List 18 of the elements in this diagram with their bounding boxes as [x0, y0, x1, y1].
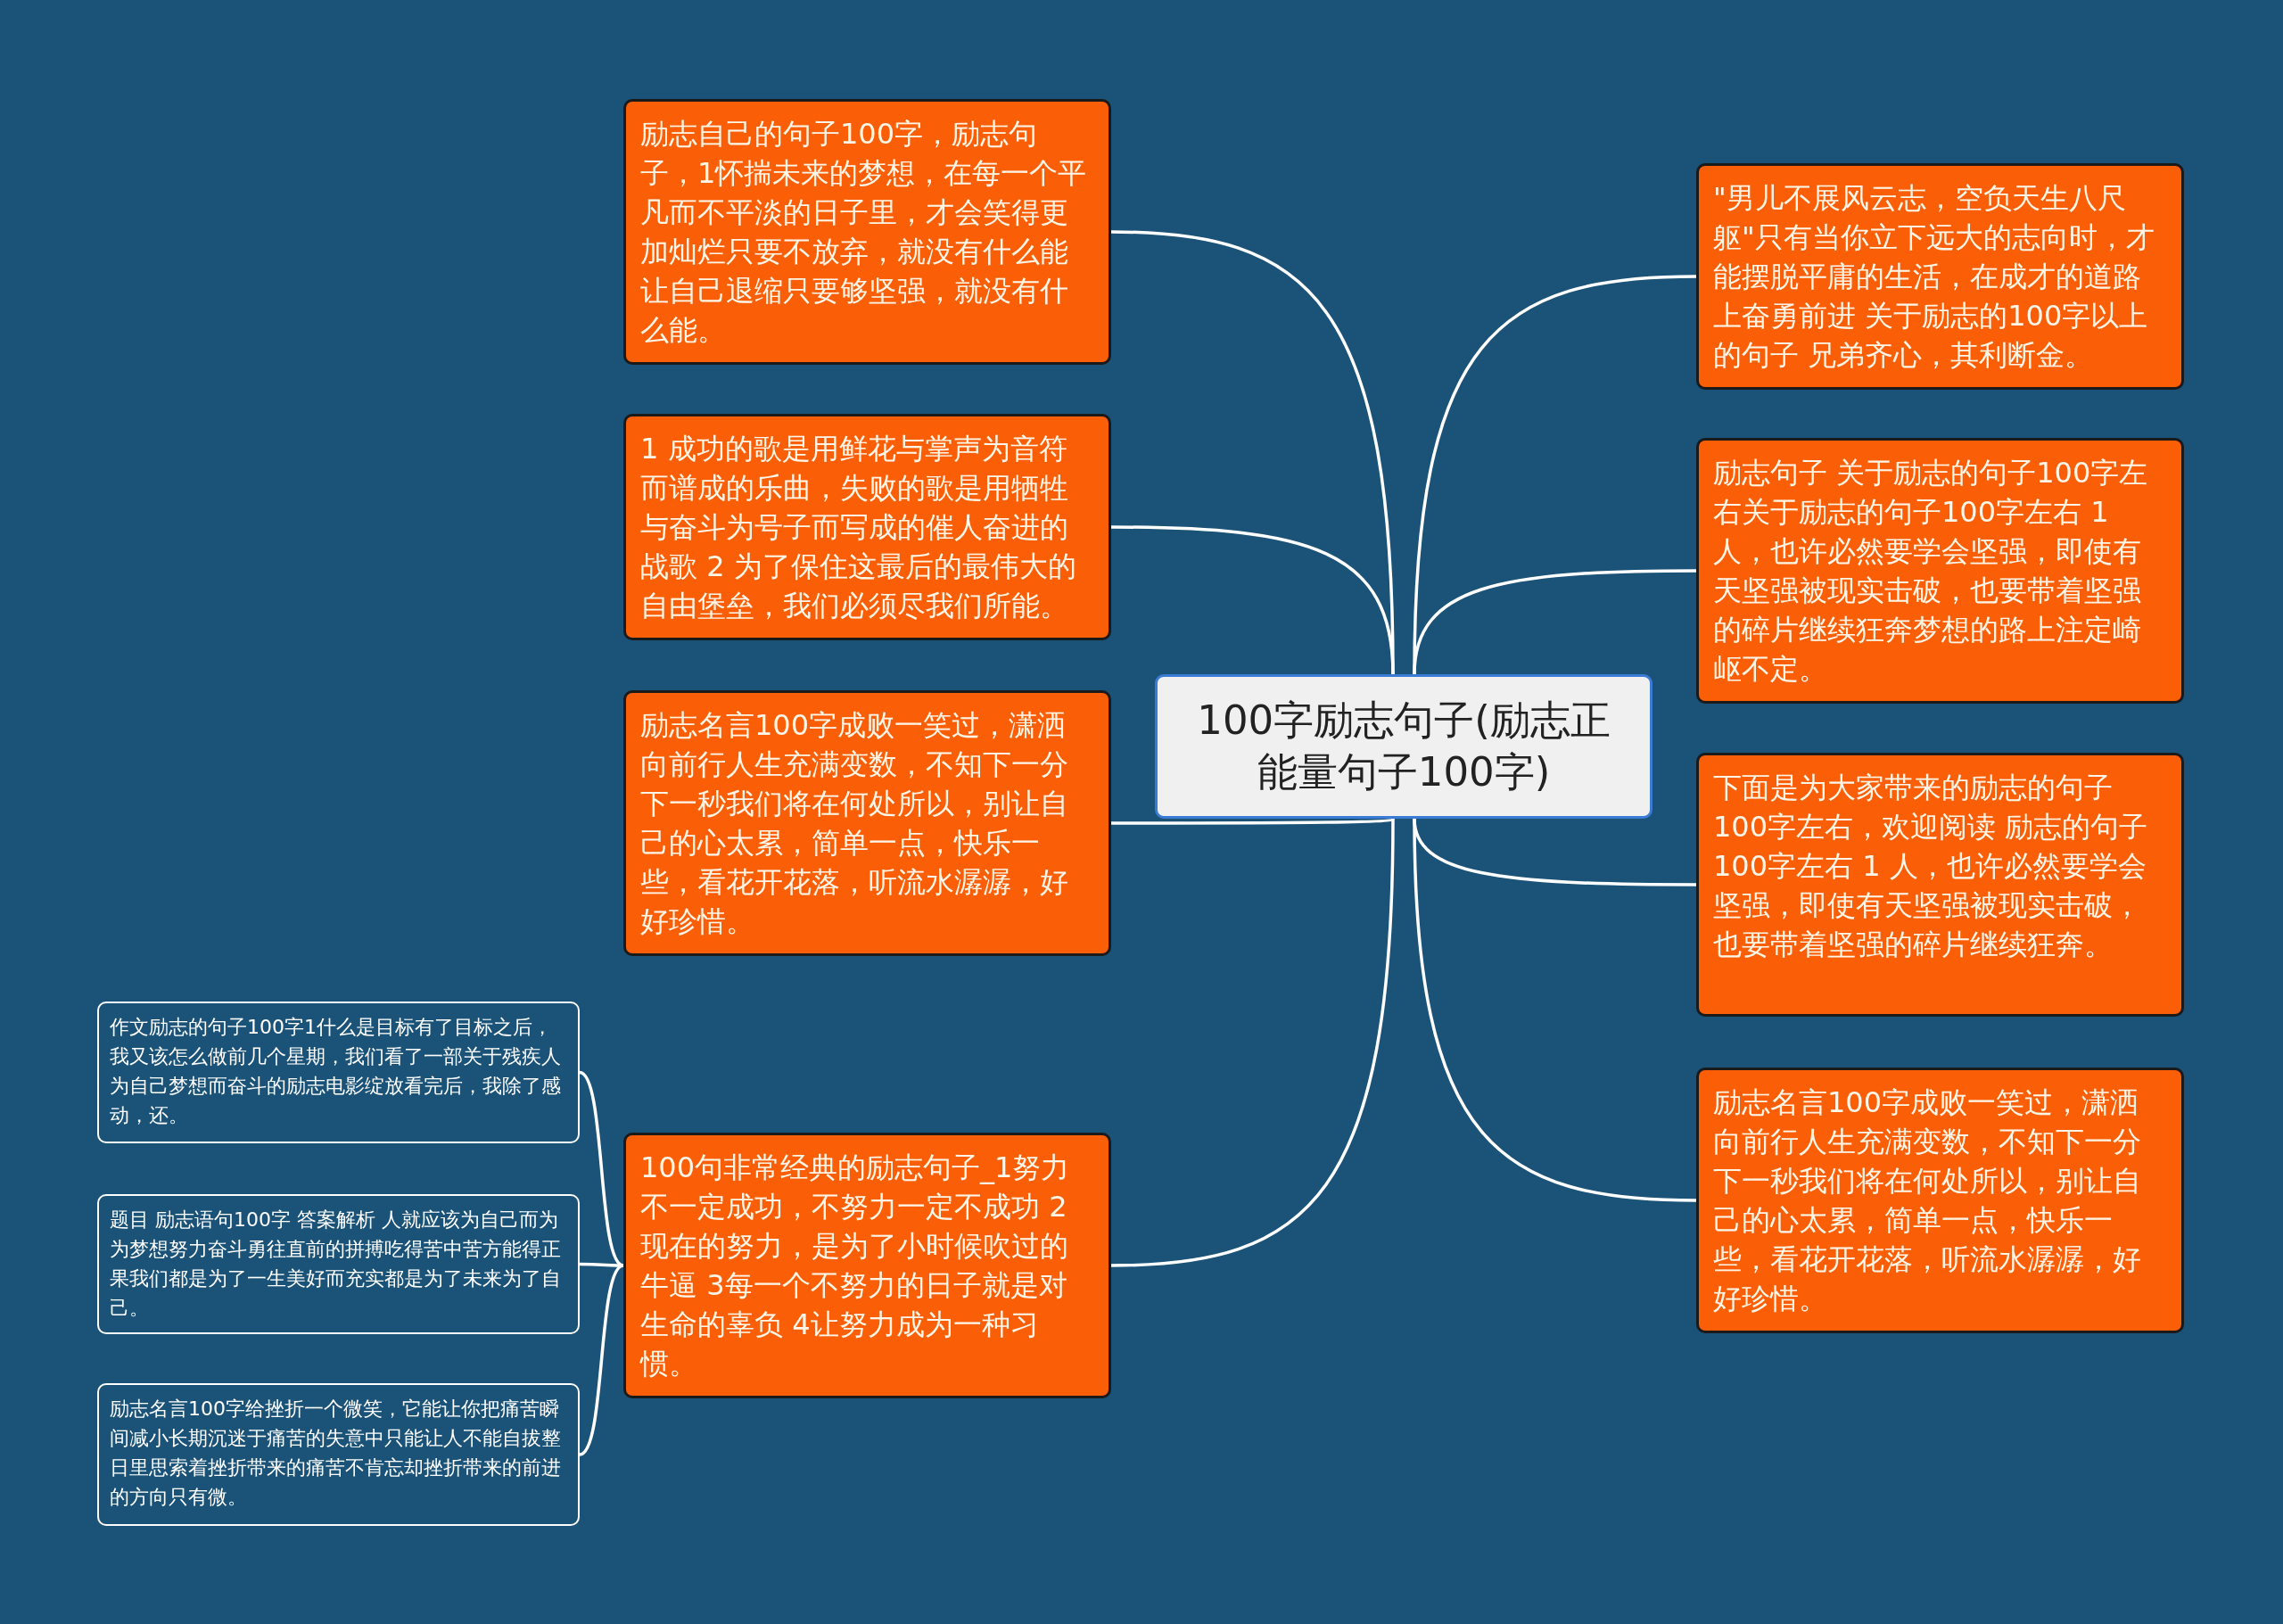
subtopic-box: 题目 励志语句100字 答案解析 人就应该为自己而为为梦想努力奋斗勇往直前的拼搏吃得苦中苦方能得正果我们都是为了一生美好而充实都是为了未来为了自己。 [97, 1194, 580, 1334]
topic-box: "男儿不展风云志，空负天生八尺躯"只有当你立下远大的志向时，才能摆脱平庸的生活，在成才的道路上奋勇前进 关于励志的100字以上的句子 兄弟齐心，其利断金。 [1696, 163, 2184, 390]
topic-box: 励志句子 关于励志的句子100字左右关于励志的句子100字左右 1 人，也许必然要学会坚强，即使有天坚强被现实击破，也要带着坚强的碎片继续狂奔梦想的路上注定崎岖不定。 [1696, 438, 2184, 704]
connector [579, 1264, 624, 1456]
subtopic-box: 作文励志的句子100字1什么是目标有了目标之后，我又该怎么做前几个星期，我们看了一部关于残疾人为自己梦想而奋斗的励志电影绽放看完后，我除了感动，还。 [97, 1002, 580, 1143]
connector [1111, 817, 1394, 825]
topic-box: 1 成功的歌是用鲜花与掌声为音符而谱成的乐曲，失败的歌是用牺牲与奋斗为号子而写成的催人奋进的战歌 2 为了保住这最后的最伟大的自由堡垒，我们必须尽我们所能。 [623, 414, 1111, 640]
central-topic-box: 100字励志句子(励志正能量句子100字) [1155, 674, 1652, 819]
connector [1110, 525, 1395, 675]
topic-box: 励志名言100字成败一笑过，潇洒向前行人生充满变数，不知下一分下一秒我们将在何处所以，别让自己的心太累，简单一点，快乐一些，看花开花落，听流水潺潺，好好珍惜。 [623, 690, 1111, 956]
connector [1413, 569, 1696, 675]
topic-box: 100句非常经典的励志句子_1努力不一定成功，不努力一定不成功 2现在的努力，是为了小时候吹过的牛逼 3每一个不努力的日子就是对生命的辜负 4让努力成为一种习惯。 [623, 1133, 1111, 1398]
topic-box: 下面是为大家带来的励志的句子100字左右，欢迎阅读 励志的句子100字左右 1 人，也许必然要学会坚强，即使有天坚强被现实击破，也要带着坚强的碎片继续狂奔。 [1696, 753, 2184, 1017]
subtopic-box: 励志名言100字给挫折一个微笑，它能让你把痛苦瞬间减小长期沉迷于痛苦的失意中只能让人不能自拔整日里思索着挫折带来的痛苦不肯忘却挫折带来的前进的方向只有微。 [97, 1383, 580, 1526]
connector [1110, 818, 1395, 1267]
topic-box: 励志名言100字成败一笑过，潇洒向前行人生充满变数，不知下一分下一秒我们将在何处所以，别让自己的心太累，简单一点，快乐一些，看花开花落，听流水潺潺，好好珍惜。 [1696, 1068, 2184, 1333]
topic-box: 励志自己的句子100字，励志句子，1怀揣未来的梦想，在每一个平凡而不平淡的日子里，才会笑得更加灿烂只要不放弃，就没有什么能让自己退缩只要够坚强，就没有什么能。 [623, 99, 1111, 365]
connector [1413, 818, 1697, 1202]
